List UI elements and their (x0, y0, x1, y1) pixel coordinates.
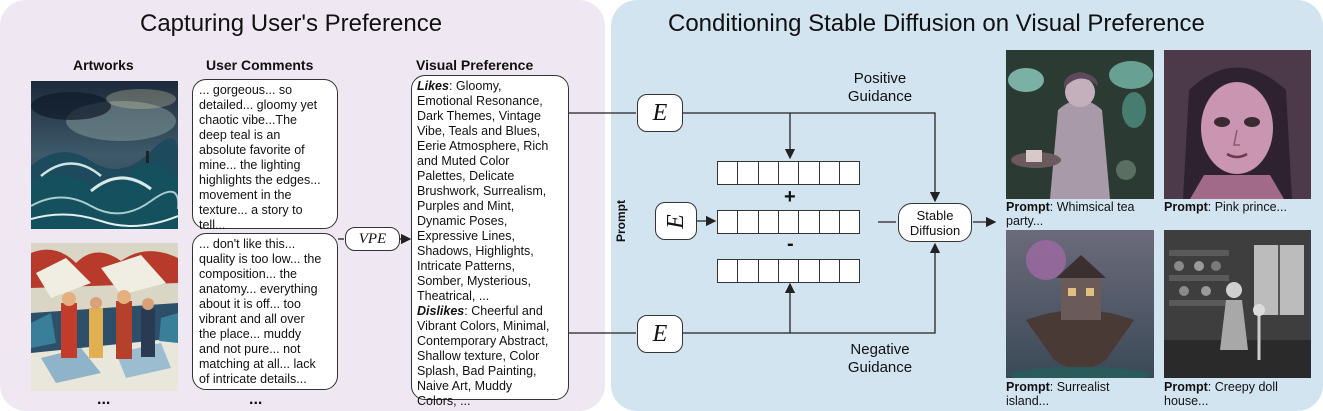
output-image-surrealist-island (1006, 230, 1154, 378)
output-caption-creepy-doll-house: Prompt: Creepy doll house... (1164, 380, 1278, 408)
likes-label: Likes (417, 79, 449, 93)
comment-negative-line-8: matching at all... lack (199, 357, 316, 371)
artwork-snow-figures (31, 243, 178, 391)
comment-negative-line-0: ... don't like this... (199, 237, 296, 251)
dislikes-label: Dislikes (417, 304, 465, 318)
plus-operator: + (784, 186, 796, 208)
embedding-vector-prompt (717, 210, 861, 234)
likes-line-1: Emotional Resonance, (417, 94, 543, 108)
likes-line-11: Shadows, Highlights, (417, 244, 534, 258)
artworks-header: Artworks (73, 57, 134, 73)
likes-line-3: Vibe, Teals and Blues, (417, 124, 541, 138)
dislikes-line-2: Contemporary Abstract, (417, 334, 549, 348)
comment-positive-line-1: detailed... gloomy yet (199, 98, 318, 112)
output-caption-tea-party: Prompt: Whimsical tea party... (1006, 200, 1135, 228)
preference-header: Visual Preference (416, 57, 534, 73)
output-caption-pink-prince: Prompt: Pink prince... (1164, 200, 1287, 214)
likes-line-0: Likes: Gloomy, (417, 79, 502, 93)
comment-positive-line-6: highlights the edges... (199, 173, 321, 187)
dislikes-line-6: Colors, ... (417, 394, 471, 408)
encoder-positive: E (637, 94, 683, 132)
comment-negative-line-5: vibrant and all over (199, 312, 305, 326)
comment-positive-line-7: movement in the (199, 188, 292, 202)
comment-negative-line-3: anatomy... everything (199, 282, 318, 296)
comment-positive-line-3: deep teal is an (199, 128, 281, 142)
left-panel-title: Capturing User's Preference (140, 10, 443, 37)
comment-positive-line-5: mine... the lighting (199, 158, 301, 172)
output-image-creepy-doll-house (1164, 230, 1311, 378)
comment-positive-line-9: tell... (199, 218, 226, 232)
likes-line-5: and Muted Color (417, 154, 510, 168)
vpe-node: VPE (345, 227, 400, 251)
comments-ellipsis: ... (249, 391, 263, 408)
artwork-stormy-sea (31, 81, 178, 229)
likes-line-12: Intricate Patterns, (417, 259, 515, 273)
embedding-vector-positive (717, 161, 861, 185)
likes-line-13: Somber, Mysterious, (417, 274, 531, 288)
output-caption-surrealist-island: Prompt: Surrealist island... (1006, 380, 1110, 408)
comment-negative-line-4: about it is off... too (199, 297, 301, 311)
dislikes-line-1: Vibrant Colors, Minimal, (417, 319, 550, 333)
comment-negative-line-6: the place... muddy (199, 327, 302, 341)
likes-line-10: Expressive Lines, (417, 229, 515, 243)
comment-negative-line-7: and not pure... not (199, 342, 301, 356)
encoder-negative: E (637, 315, 683, 353)
comment-negative-line-2: composition... the (199, 267, 297, 281)
comment-negative-line-9: of intricate details... (199, 372, 307, 386)
right-panel-title: Conditioning Stable Diffusion on Visual … (668, 10, 1205, 37)
likes-line-2: Dark Themes, Vintage (417, 109, 541, 123)
comment-positive-line-2: chaotic vibe...The (199, 113, 297, 127)
comment-positive-line-4: absolute favorite of (199, 143, 305, 157)
dislikes-line-0: Dislikes: Cheerful and (417, 304, 543, 318)
vpe-label: VPE (358, 230, 387, 247)
minus-operator: - (787, 233, 794, 255)
likes-line-9: Dynamic Poses, (417, 214, 508, 228)
visual-preference-box: Likes: Gloomy, Emotional Resonance,Dark … (411, 75, 569, 408)
comments-header: User Comments (206, 57, 314, 73)
dislikes-line-4: Splash, Bad Painting, (417, 364, 537, 378)
likes-line-4: Eerie Atmosphere, Rich (417, 139, 549, 153)
likes-line-8: Purples and Mint, (417, 199, 515, 213)
likes-line-14: Theatrical, ... (417, 289, 490, 303)
output-image-tea-party (1006, 50, 1154, 199)
likes-line-6: Palettes, Delicate (417, 169, 515, 183)
comment-positive-line-0: ... gorgeous... so (199, 83, 293, 97)
artworks-ellipsis: ... (97, 391, 111, 408)
user-comment-negative: ... don't like this...quality is too low… (192, 233, 338, 390)
dislikes-line-5: Naive Art, Muddy (417, 379, 513, 393)
comment-negative-line-1: quality is too low... the (199, 252, 322, 266)
embedding-vector-negative (717, 259, 861, 283)
encoder-prompt: E (655, 202, 697, 240)
output-image-pink-prince (1164, 50, 1311, 199)
comment-positive-line-8: texture... a story to (199, 203, 303, 217)
likes-line-7: Brushwork, Surrealism, (417, 184, 547, 198)
dislikes-line-3: Shallow texture, Color (417, 349, 540, 363)
